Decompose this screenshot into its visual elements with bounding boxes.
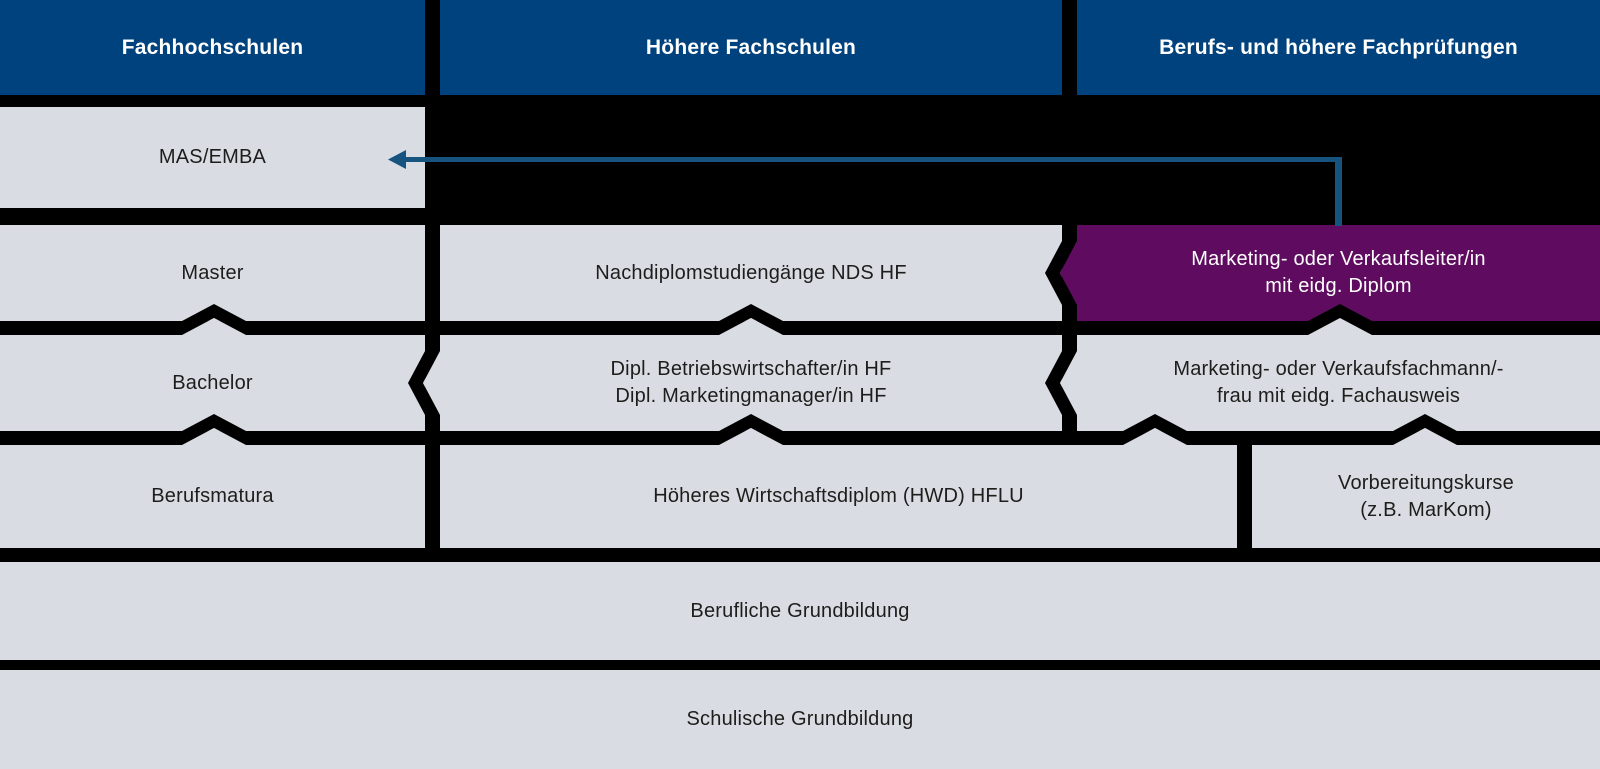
header-berufspruefungen: Berufs- und höhere Fachprüfungen (1077, 0, 1600, 95)
box-dipl-hf: Dipl. Betriebswirtschafter/in HF Dipl. M… (440, 335, 1062, 431)
box-marketing-verkaufsleiter-line1: Marketing- oder Verkaufsleiter/in (1191, 248, 1486, 270)
box-berufsmatura: Berufsmatura (0, 445, 425, 548)
header-berufspruefungen-label: Berufs- und höhere Fachprüfungen (1159, 36, 1518, 59)
chevron-up-icon-hwd-to-fachmann (1123, 414, 1187, 445)
arrow-leiter-to-mas-emba (388, 150, 1342, 226)
box-marketing-verkaufsfachmann: Marketing- oder Verkaufsfachmann/- frau … (1077, 335, 1600, 431)
chevron-left-icon-fachmann-to-dipl (1045, 351, 1077, 415)
header-fachhochschulen-label: Fachhochschulen (121, 36, 304, 59)
box-schulische-grundbildung-label: Schulische Grundbildung (686, 708, 914, 730)
box-hwd-hflu: Höheres Wirtschaftsdiplom (HWD) HFLU (440, 445, 1237, 548)
box-marketing-verkaufsleiter: Marketing- oder Verkaufsleiter/in mit ei… (1077, 225, 1600, 321)
chevron-up-icon-bachelor-to-master (182, 304, 246, 335)
box-mas-emba: MAS/EMBA (0, 107, 425, 208)
box-hwd-hflu-label: Höheres Wirtschaftsdiplom (HWD) HFLU (653, 485, 1024, 507)
header-fachhochschulen: Fachhochschulen (0, 0, 425, 95)
box-bachelor-label: Bachelor (172, 371, 253, 394)
box-marketing-verkaufsleiter-line2: mit eidg. Diplom (1265, 275, 1412, 297)
header-hoehere-fachschulen: Höhere Fachschulen (440, 0, 1062, 95)
box-dipl-hf-line2: Dipl. Marketingmanager/in HF (615, 385, 887, 407)
chevron-left-icon-leiter-to-nds (1045, 241, 1077, 305)
header-hoehere-fachschulen-label: Höhere Fachschulen (645, 36, 857, 59)
box-dipl-hf-line1: Dipl. Betriebswirtschafter/in HF (610, 358, 892, 380)
chevron-up-icon-dipl-to-nds (719, 304, 783, 335)
chevron-up-icon-fachmann-to-leiter (1308, 304, 1372, 335)
box-vorbereitungskurse: Vorbereitungskurse (z.B. MarKom) (1252, 445, 1600, 548)
box-berufsmatura-label: Berufsmatura (151, 485, 274, 507)
box-vorbereitungskurse-line1: Vorbereitungskurse (1338, 471, 1514, 494)
chevron-up-icon-vorbereitung-to-fachmann (1393, 414, 1457, 445)
chevron-left-icon-dipl-to-bachelor (408, 351, 440, 415)
box-nds-hf-label: Nachdiplomstudiengänge NDS HF (595, 261, 907, 284)
box-vorbereitungskurse-line2: (z.B. MarKom) (1360, 498, 1492, 521)
arrowhead-left-icon (388, 150, 406, 169)
box-schulische-grundbildung: Schulische Grundbildung (0, 670, 1600, 769)
chevron-up-icon-berufsmatura-to-bachelor (182, 414, 246, 445)
box-berufliche-grundbildung: Berufliche Grundbildung (0, 562, 1600, 660)
box-berufliche-grundbildung-label: Berufliche Grundbildung (690, 599, 910, 622)
box-marketing-verkaufsfachmann-line1: Marketing- oder Verkaufsfachmann/- (1173, 358, 1504, 380)
box-master-label: Master (181, 261, 244, 284)
box-mas-emba-label: MAS/EMBA (158, 146, 267, 168)
box-marketing-verkaufsfachmann-line2: frau mit eidg. Fachausweis (1216, 385, 1461, 407)
chevron-up-icon-hwd-to-dipl (719, 414, 783, 445)
